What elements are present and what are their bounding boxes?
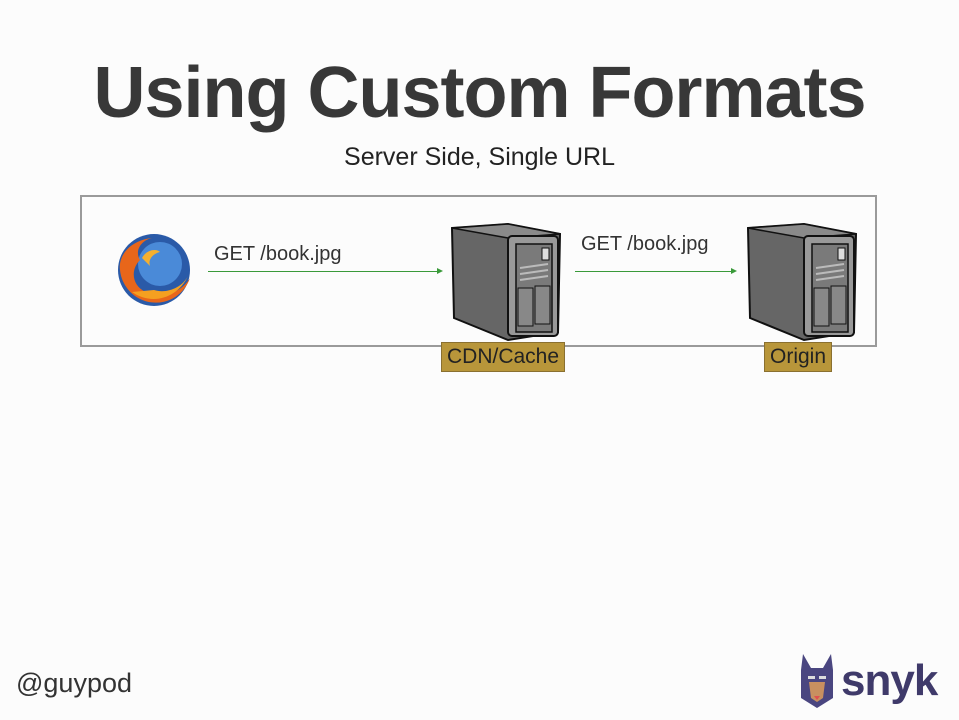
cdn-server-icon (450, 222, 562, 342)
request-arrow-1 (208, 268, 443, 274)
request-arrow-2 (575, 268, 737, 274)
origin-server-icon (746, 222, 858, 342)
twitter-handle: @guypod (16, 668, 132, 698)
slide-title: Using Custom Formats (93, 53, 866, 133)
slide-subtitle: Server Side, Single URL (344, 143, 615, 171)
request-label-2: GET /book.jpg (581, 233, 709, 255)
cdn-cache-label: CDN/Cache (441, 342, 566, 372)
origin-label: Origin (764, 342, 833, 372)
snyk-logo: snyk (797, 652, 938, 710)
request-label-1: GET /book.jpg (214, 243, 342, 265)
firefox-icon (118, 234, 190, 306)
snyk-logo-text: snyk (841, 656, 938, 705)
snyk-dog-icon (801, 654, 833, 708)
